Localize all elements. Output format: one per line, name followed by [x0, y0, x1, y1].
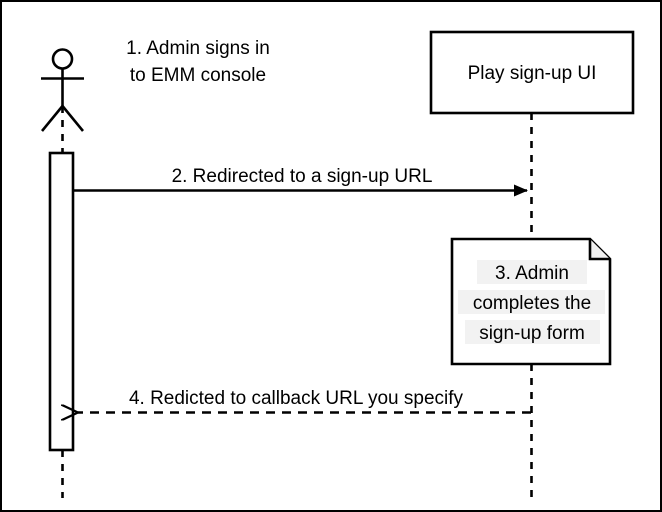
note-label-line-1: 3. Admin [495, 263, 569, 284]
actor-activation-bar [48, 151, 75, 452]
participant-label: Play sign-up UI [468, 63, 597, 84]
stick-figure-icon [40, 48, 85, 132]
note-text-highlight [477, 260, 587, 284]
message-2-label: 2. Redirected to a sign-up URL [172, 166, 433, 187]
note-fold-icon [588, 239, 610, 261]
message-4-label: 4. Redicted to callback URL you specify [129, 388, 464, 409]
note-text-highlight [458, 290, 605, 314]
note-label-line-2: completes the [473, 293, 591, 314]
step-1-label-line-2: to EMM console [130, 65, 266, 86]
step-1-label-line-1: 1. Admin signs in [126, 38, 270, 59]
participant-box [429, 30, 635, 115]
note-text-highlight [465, 320, 600, 344]
note-label-line-3: sign-up form [479, 323, 585, 344]
